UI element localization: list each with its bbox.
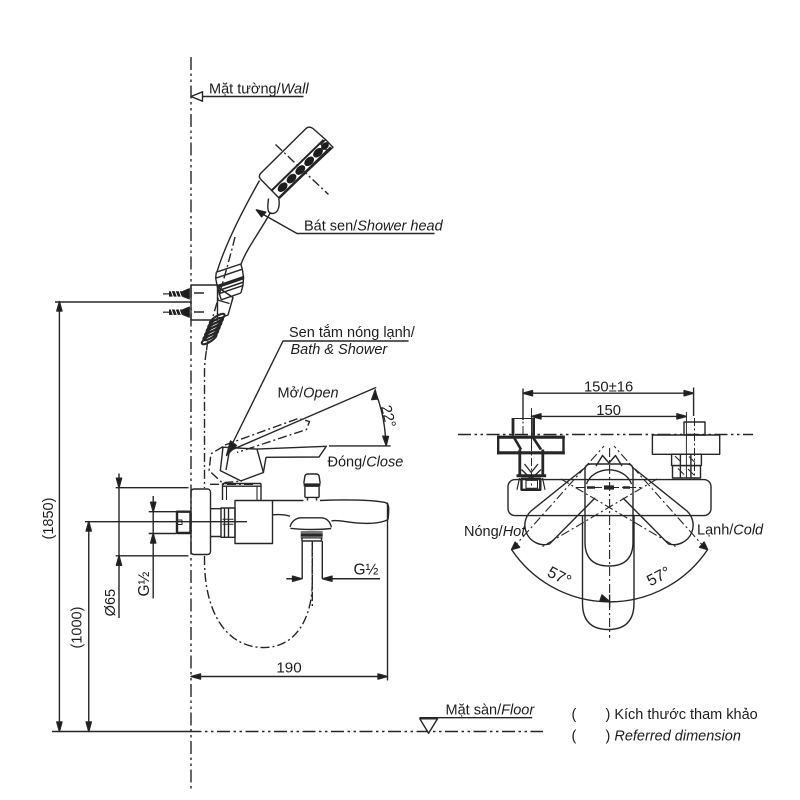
- svg-text:Ø65: Ø65: [103, 589, 119, 616]
- svg-text:(: (: [572, 707, 577, 723]
- svg-text:150: 150: [596, 403, 621, 419]
- svg-text:150±16: 150±16: [584, 379, 633, 395]
- svg-text:Sen tắm nóng lạnh/: Sen tắm nóng lạnh/: [289, 324, 416, 341]
- svg-text:Nóng/Hot: Nóng/Hot: [464, 524, 526, 540]
- svg-text:) Kích thước tham khảo: ) Kích thước tham khảo: [606, 707, 758, 723]
- svg-text:(1850): (1850): [41, 498, 57, 540]
- svg-text:Bát sen/Shower head: Bát sen/Shower head: [304, 219, 444, 235]
- svg-text:Mặt sàn/Floor: Mặt sàn/Floor: [446, 703, 536, 719]
- svg-text:(1000): (1000): [70, 607, 86, 649]
- svg-text:190: 190: [276, 660, 301, 677]
- svg-text:(: (: [572, 729, 577, 745]
- svg-text:57°: 57°: [544, 564, 573, 590]
- svg-text:Bath & Shower: Bath & Shower: [291, 342, 389, 358]
- svg-text:Mở/Open: Mở/Open: [278, 386, 339, 402]
- svg-text:Mặt tường/Wall: Mặt tường/Wall: [209, 82, 309, 98]
- svg-text:Đóng/Close: Đóng/Close: [328, 455, 404, 471]
- svg-text:22°: 22°: [377, 403, 399, 429]
- svg-text:G½: G½: [136, 571, 153, 596]
- svg-text:Lạnh/Cold: Lạnh/Cold: [697, 523, 764, 539]
- svg-text:) Referred dimension: ) Referred dimension: [606, 729, 741, 745]
- svg-text:G½: G½: [354, 562, 379, 579]
